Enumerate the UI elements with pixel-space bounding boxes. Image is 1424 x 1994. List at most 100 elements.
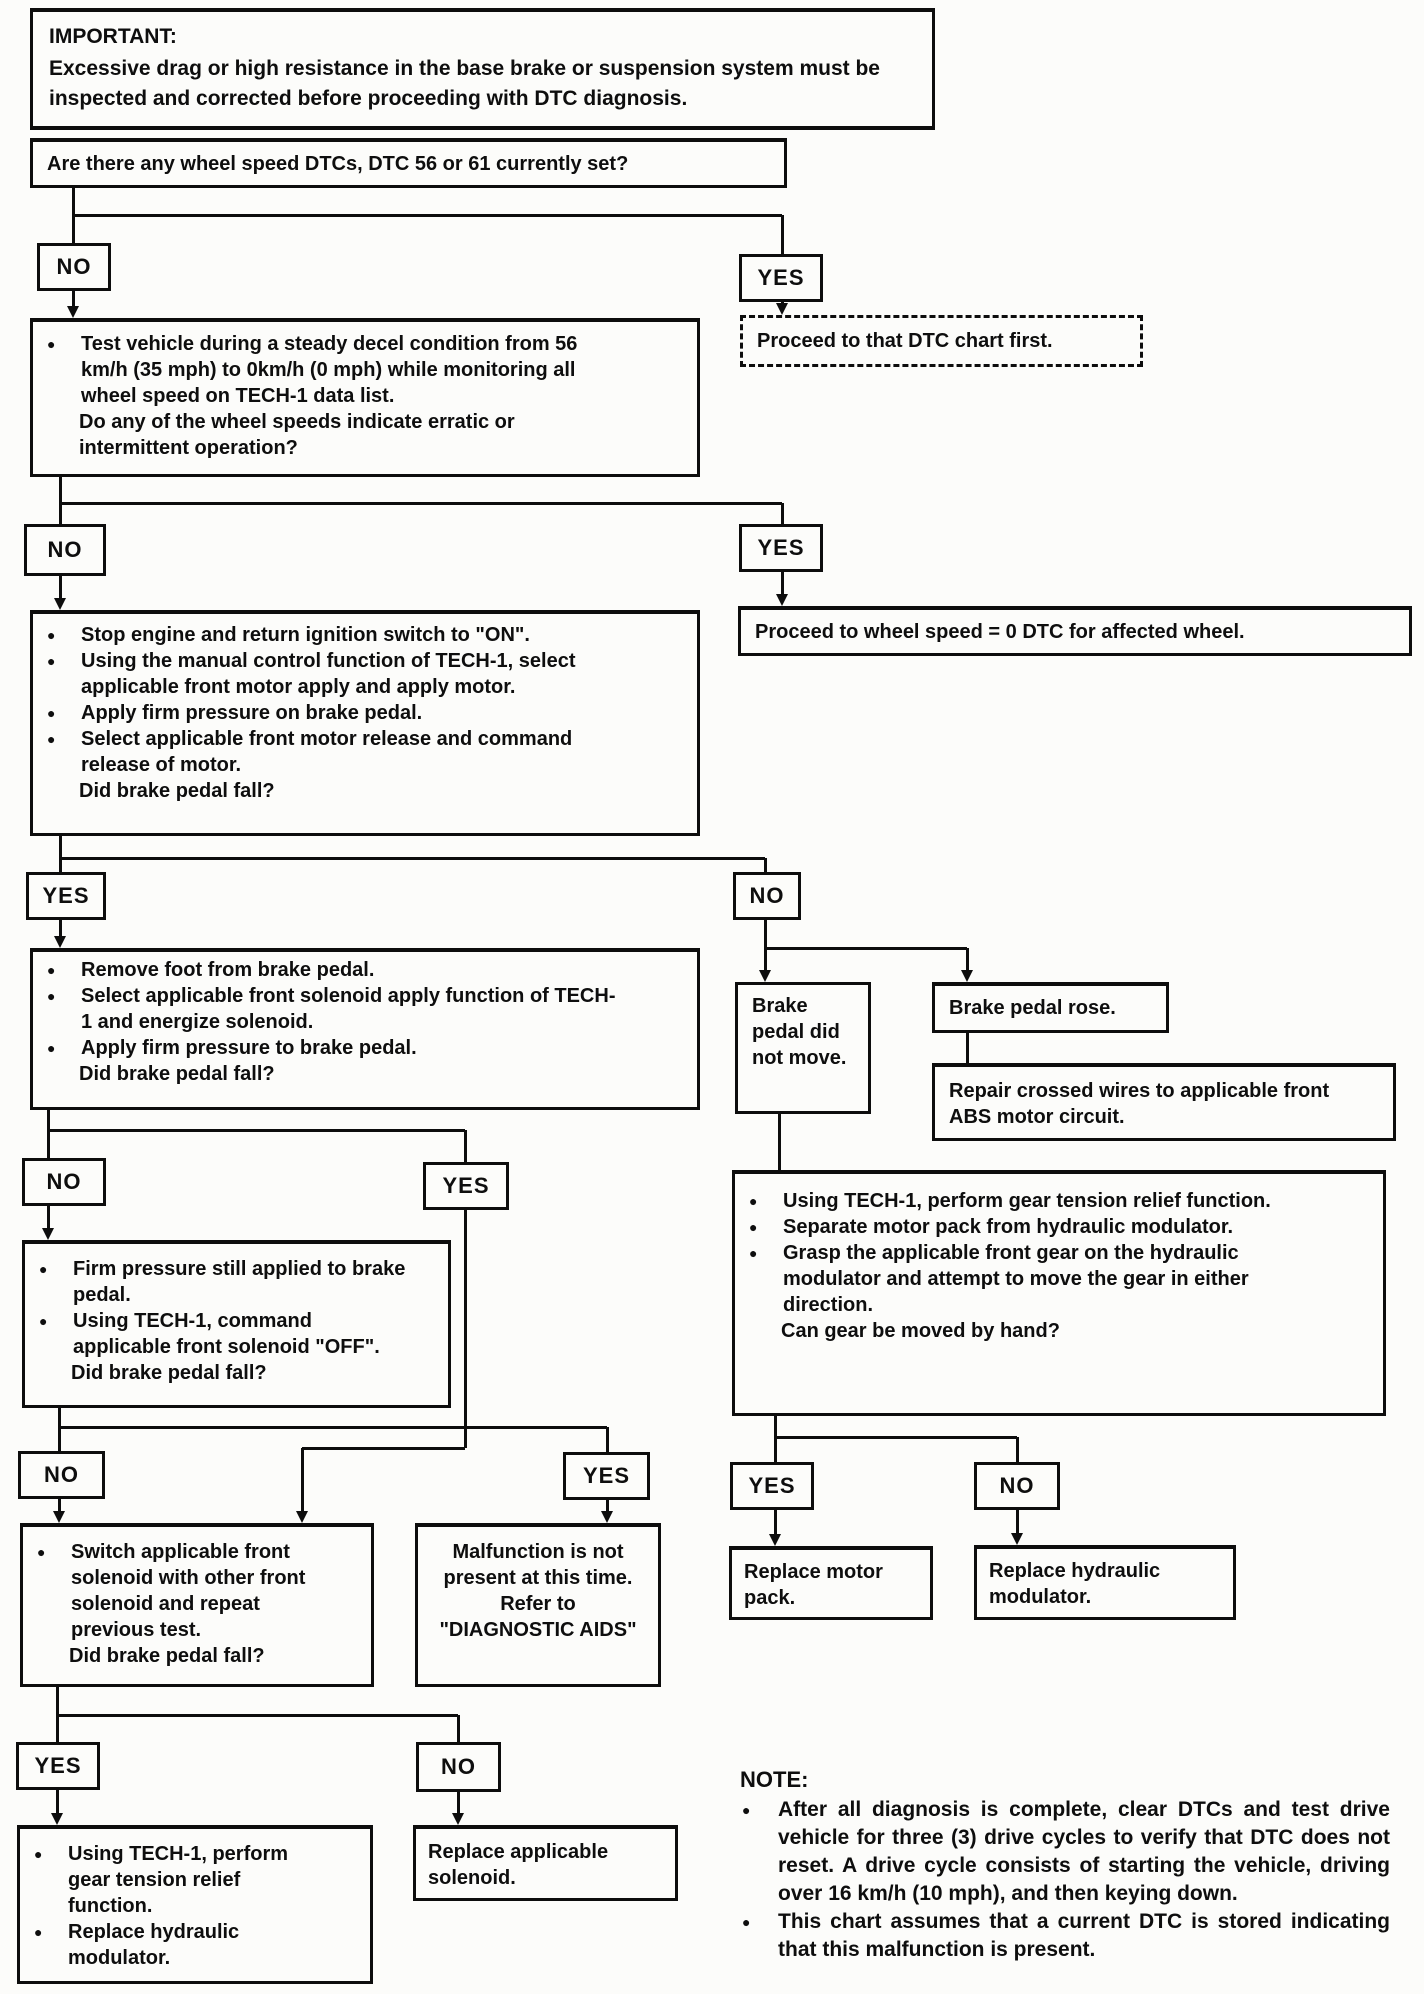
replace-hydraulic-modulator-box: Replace hydraulic modulator. [974,1545,1236,1620]
malfunction-not-present-box: Malfunction is not present at this time.… [415,1523,661,1687]
connector-line [456,1790,460,1817]
connector-line [71,291,75,311]
repair-crossed-wires-box: Repair crossed wires to applicable front… [932,1063,1396,1141]
bullet-icon: ● [39,1313,48,1329]
gear-tension-step: Grasp the applicable front gear on the h… [783,1242,1249,1316]
brake-pedal-did-not-move-box: Brake pedal did not move. [735,982,871,1114]
firm-pressure-question: Did brake pedal fall? [71,1362,267,1384]
stop-engine-step: Apply firm pressure on brake pedal. [81,702,423,724]
brake-pedal-rose-text: Brake pedal rose. [949,997,1116,1019]
connector-line [763,948,767,974]
question-text: Are there any wheel speed DTCs, DTC 56 o… [47,152,629,175]
proceed-dtc-chart-text: Proceed to that DTC chart first. [757,330,1053,352]
arrowhead-down-icon [296,1511,308,1523]
bullet-icon: ● [47,653,56,669]
decision-yes-2: YES [739,524,823,572]
malfunction-refer-text: Refer to [500,1593,576,1615]
connector-line [765,946,967,950]
connector-line [965,948,969,974]
stop-engine-box: ● Stop engine and return ignition switch … [30,610,700,836]
bullet-icon: ● [47,962,56,978]
decision-yes-3: YES [26,872,106,920]
connector-line [58,920,62,940]
connector-line [46,1108,50,1158]
arrowhead-down-icon [1011,1533,1023,1545]
bullet-icon: ● [34,1846,43,1862]
firm-pressure-step: Firm pressure still applied to brake ped… [73,1258,406,1306]
replace-motor-pack-text: Replace motor pack. [744,1561,883,1609]
connector-line [57,1499,61,1515]
bullet-icon: ● [749,1219,758,1235]
important-notice-box: IMPORTANT: Excessive drag or high resist… [30,8,935,130]
proceed-wheel-speed-text: Proceed to wheel speed = 0 DTC for affec… [755,620,1245,643]
test-vehicle-box: ●Test vehicle during a steady decel cond… [30,318,700,477]
connector-line [58,834,62,872]
bullet-icon: ● [742,1802,751,1818]
connector-line [302,1446,465,1450]
decision-yes-4: YES [423,1162,509,1210]
bullet-icon: ● [749,1193,758,1209]
connector-line [775,1435,1017,1439]
gear-tension-question: Can gear be moved by hand? [781,1320,1060,1342]
bullet-icon: ● [34,1924,43,1940]
bullet-icon: ● [47,705,56,721]
question-wheel-speed-dtcs: Are there any wheel speed DTCs, DTC 56 o… [30,138,787,188]
arrowhead-down-icon [51,1813,63,1825]
bullet-icon: ● [47,336,56,352]
gear-relief-step: Replace hydraulic modulator. [68,1921,240,1969]
connector-line [965,1032,969,1063]
arrowhead-down-icon [54,936,66,948]
stop-engine-question: Did brake pedal fall? [79,780,275,802]
bullet-icon: ● [37,1544,46,1560]
repair-crossed-wires-text: Repair crossed wires to applicable front… [949,1080,1330,1128]
connector-line [773,1415,777,1462]
connector-line [780,503,784,524]
decision-no-4: NO [22,1158,106,1206]
replace-solenoid-box: Replace applicable solenoid. [413,1825,678,1901]
connector-line [58,477,62,524]
switch-solenoid-step: Switch applicable front solenoid with ot… [71,1541,306,1641]
arrowhead-down-icon [601,1511,613,1523]
bullet-icon: ● [742,1914,751,1930]
gear-tension-step: Separate motor pack from hydraulic modul… [783,1216,1234,1238]
connector-line [60,856,765,860]
connector-line [1015,1437,1019,1462]
important-heading: IMPORTANT: [49,25,177,48]
remove-foot-box: ●Remove foot from brake pedal. ●Select a… [30,948,700,1110]
bullet-icon: ● [39,1261,48,1277]
connector-line [60,501,782,505]
connector-line [300,1448,304,1515]
note-heading: NOTE: [740,1767,809,1792]
brake-pedal-did-not-move-text: Brake pedal did not move. [752,995,847,1069]
firm-pressure-box: ● Firm pressure still applied to brake pe… [22,1240,451,1408]
malfunction-diagnostic-aids-text: "DIAGNOSTIC AIDS" [439,1619,637,1641]
bullet-icon: ● [47,731,56,747]
decision-no-5: NO [18,1451,105,1499]
brake-pedal-rose-box: Brake pedal rose. [932,982,1169,1033]
connector-line [57,1713,458,1717]
decision-no-7: NO [974,1462,1060,1510]
proceed-wheel-speed-box: Proceed to wheel speed = 0 DTC for affec… [738,606,1412,656]
stop-engine-step: Select applicable front motor release an… [81,728,573,776]
connector-line [763,920,767,948]
important-body: Excessive drag or high resistance in the… [49,57,880,110]
connector-line [58,576,62,602]
test-vehicle-question: Do any of the wheel speeds indicate erra… [79,411,515,459]
arrowhead-down-icon [42,1228,54,1240]
decision-no-3: NO [733,872,801,920]
arrowhead-down-icon [776,594,788,606]
decision-yes-5: YES [563,1452,650,1500]
decision-no-2: NO [24,524,106,576]
decision-no-1: NO [37,243,111,291]
arrowhead-down-icon [961,970,973,982]
stop-engine-step: Stop engine and return ignition switch t… [81,624,530,646]
connector-line [55,1790,59,1817]
decision-yes-1: YES [739,254,823,302]
switch-solenoid-box: ● Switch applicable front solenoid with o… [20,1523,374,1687]
arrowhead-down-icon [759,970,771,982]
remove-foot-step: Select applicable front solenoid apply f… [81,985,616,1033]
connector-line [57,1408,61,1451]
connector-line [605,1427,609,1452]
gear-relief-box: ●Using TECH-1, perform gear tension reli… [17,1825,373,1984]
arrowhead-down-icon [452,1813,464,1825]
